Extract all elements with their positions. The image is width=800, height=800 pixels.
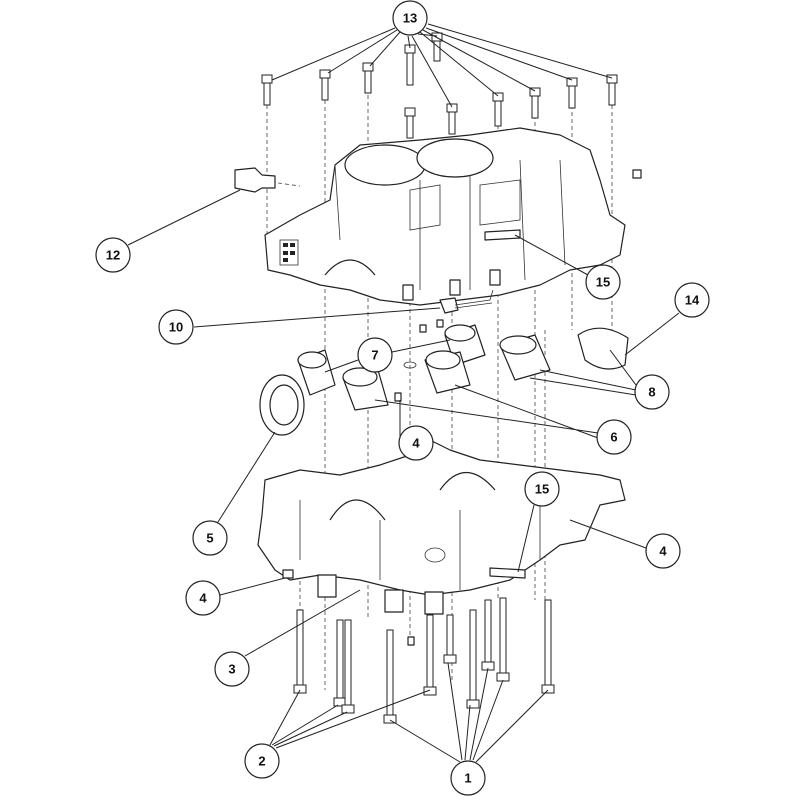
bolt [481,599,495,671]
bolt [333,619,347,707]
upper-case-bolts [261,32,618,139]
callout-4-right: 4 [645,533,681,569]
callout-3: 3 [214,651,250,687]
callout-label: 12 [106,248,120,263]
bolt [293,609,307,694]
sensor [234,167,642,193]
bolt [362,62,374,94]
callout-label: 1 [464,771,471,786]
callout-8: 8 [634,374,670,410]
lower-case-bolts [293,597,555,724]
callout-label: 15 [535,482,549,497]
stud [489,567,526,579]
bolt [446,103,458,135]
callout-15-upper: 15 [585,264,621,300]
bolt [423,614,437,696]
callout-label: 10 [169,320,183,335]
callout-4-center: 4 [398,425,434,461]
bolt [606,74,618,106]
bolt [383,629,397,724]
bolt [492,92,504,127]
oil-seal [259,374,305,436]
callout-label: 3 [228,662,235,677]
bolt [466,609,480,709]
callout-14: 14 [674,282,710,318]
callout-label: 2 [258,754,265,769]
callout-6: 6 [596,419,632,455]
bearing-shell [424,350,471,394]
callout-10: 10 [158,309,194,345]
stud [484,229,521,241]
bolt [496,597,510,682]
callout-4-left: 4 [185,580,221,616]
callout-label: 15 [596,275,610,290]
thrust-bearing [577,327,629,370]
bolt [404,44,416,86]
bolt [529,87,541,119]
callout-5: 5 [192,520,228,556]
bearing-shell [499,334,551,381]
bolt [431,32,443,62]
callout-7: 7 [357,337,393,373]
callout-label: 6 [610,430,617,445]
bolt [443,614,457,664]
callout-label: 7 [371,348,378,363]
callout-15-lower: 15 [524,471,560,507]
callout-label: 4 [412,436,420,451]
bolt [404,107,416,139]
callout-label: 5 [206,531,213,546]
callout-label: 13 [403,11,417,26]
callout-12: 12 [95,237,131,273]
lower-crankcase [257,439,626,615]
bolt [319,69,331,101]
callout-label: 4 [659,544,667,559]
bolt [341,619,355,714]
upper-crankcase [264,127,626,306]
callout-1: 1 [450,760,486,796]
bearing-shell [342,367,389,411]
main-bearings [297,324,629,411]
callout-label: 14 [685,293,700,308]
bolt [261,74,273,106]
oil-jet [419,289,494,333]
bolt [541,599,555,694]
leader-lines [127,23,680,763]
callout-2: 2 [244,743,280,779]
callout-label: 4 [199,591,207,606]
callout-13: 13 [392,0,428,36]
callout-label: 8 [648,385,655,400]
bearing-shell [297,349,336,396]
bolt [566,77,578,109]
